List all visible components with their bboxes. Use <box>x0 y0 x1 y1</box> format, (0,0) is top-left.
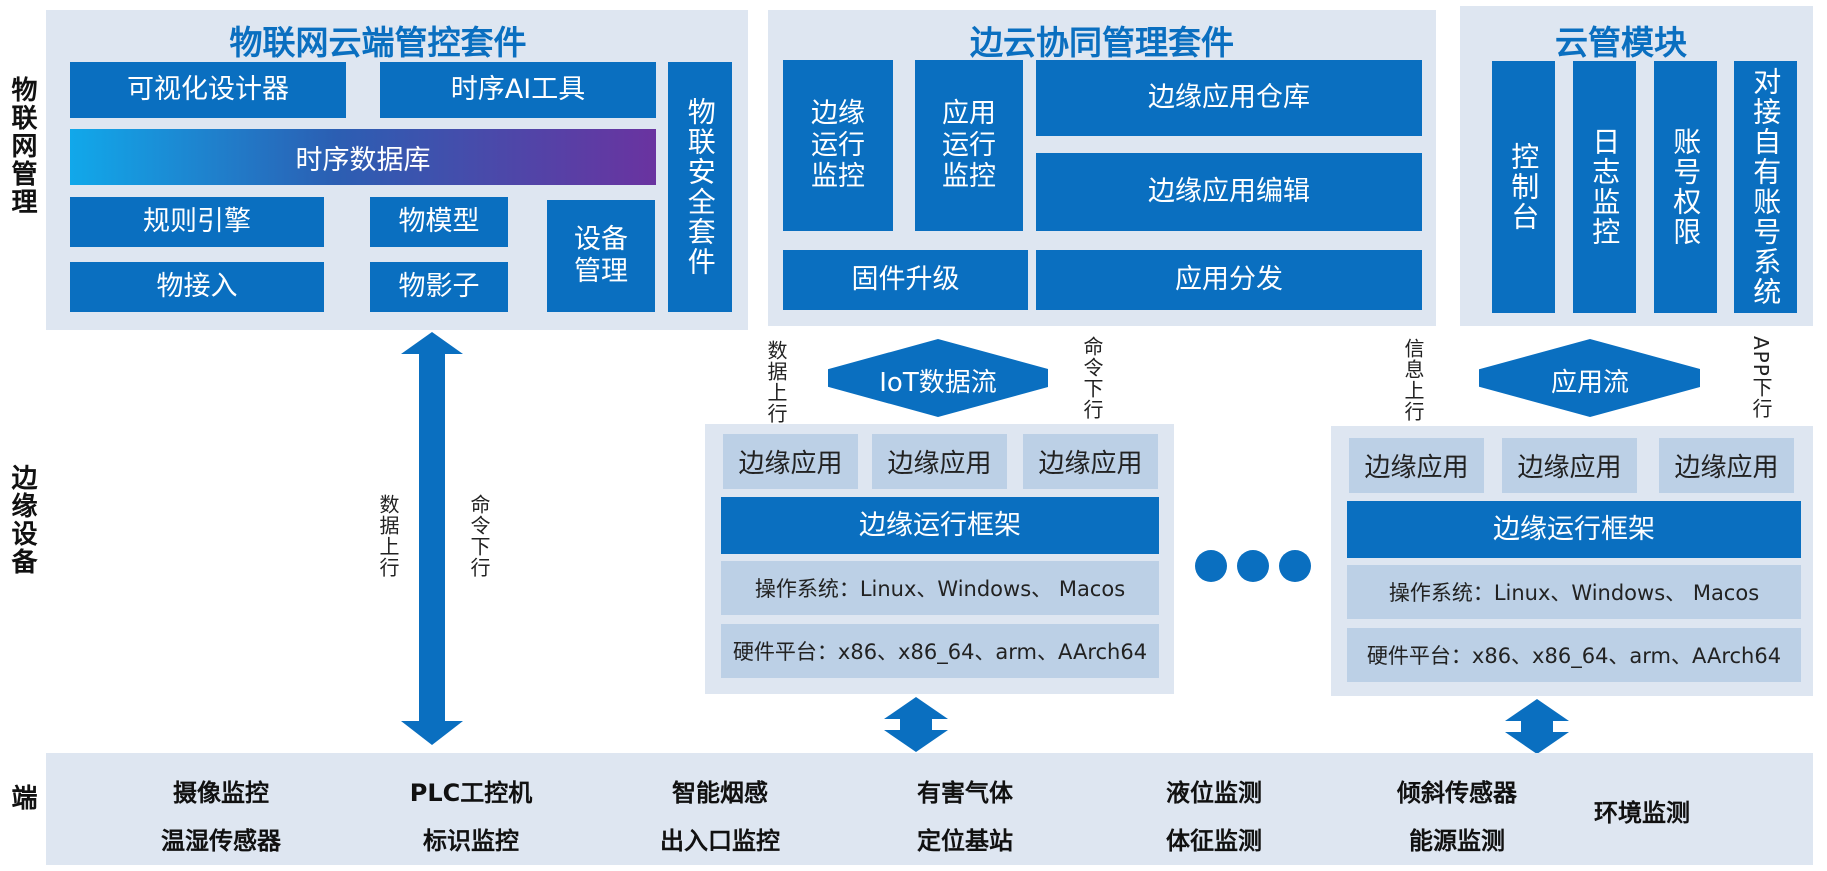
iot-cloud-panel: 物联网云端管控套件 可视化设计器 时序AI工具 时序数据库 规则引擎 物模型 物… <box>46 10 748 330</box>
device-column: 智能烟感 出入口监控 <box>615 773 825 856</box>
app-monitor-box: 应用运行监控 <box>915 60 1023 231</box>
device-column: PLC工控机 标识监控 <box>366 773 576 856</box>
device-item: 环境监测 <box>1594 799 1690 827</box>
app-stream-label: 应用流 <box>1550 368 1629 398</box>
own-account-label: 对接自有账号系统 <box>1749 67 1783 307</box>
device-item: 有害气体 <box>917 779 1013 807</box>
device-item: 摄像监控 <box>173 779 269 807</box>
device-strip: 摄像监控 温湿传感器 PLC工控机 标识监控 智能烟感 出入口监控 有害气体 定… <box>46 753 1813 865</box>
edge-hw: 硬件平台：x86、x86_64、arm、AArch64 <box>1347 628 1801 682</box>
device-item: 标识监控 <box>423 827 519 855</box>
cloud-mgmt-panel: 云管模块 控制台 日志监控 账号权限 对接自有账号系统 <box>1460 6 1813 326</box>
edge-os: 操作系统：Linux、Windows、 Macos <box>721 561 1159 615</box>
iot-stream-arrow <box>796 339 1081 417</box>
own-account-box: 对接自有账号系统 <box>1734 61 1797 313</box>
side-label-edge: 边缘设备 <box>7 464 37 576</box>
device-column: 环境监测 <box>1537 793 1747 828</box>
device-item: 体征监测 <box>1166 827 1262 855</box>
thing-model-box: 物模型 <box>370 197 508 247</box>
cloud-panel-title: 云管模块 <box>1555 23 1687 62</box>
distribution-box: 应用分发 <box>1036 250 1422 310</box>
device-item: 出入口监控 <box>660 827 780 855</box>
device-column: 液位监测 体征监测 <box>1109 773 1319 856</box>
edge-app: 边缘应用 <box>1023 434 1158 489</box>
main-data-up-label: 数据上行 <box>376 494 400 578</box>
side-label-iot: 物联网管理 <box>7 76 37 216</box>
iot-cmd-down-label: 命令下行 <box>1080 336 1104 420</box>
device-item: 温湿传感器 <box>161 827 281 855</box>
app-edit-box: 边缘应用编辑 <box>1036 153 1422 231</box>
edge-node-1: 边缘应用 边缘应用 边缘应用 边缘运行框架 操作系统：Linux、Windows… <box>705 424 1174 694</box>
edge-node-2: 边缘应用 边缘应用 边缘应用 边缘运行框架 操作系统：Linux、Windows… <box>1331 426 1813 696</box>
app-stream-notch-right <box>1700 367 1736 389</box>
console-label: 控制台 <box>1507 142 1541 232</box>
edge-os: 操作系统：Linux、Windows、 Macos <box>1347 565 1801 619</box>
device-item: 智能烟感 <box>672 779 768 807</box>
security-label: 物联安全套件 <box>683 97 717 277</box>
edge2-down-arrow <box>1505 699 1569 754</box>
ellipsis-dot <box>1237 550 1269 582</box>
device-item: PLC工控机 <box>409 779 533 807</box>
app-down-label: APP下行 <box>1749 336 1773 419</box>
edge-framework: 边缘运行框架 <box>721 497 1159 554</box>
shadow-box: 物影子 <box>370 262 508 312</box>
device-item: 倾斜传感器 <box>1397 779 1517 807</box>
ts-db-box: 时序数据库 <box>70 129 656 185</box>
security-box: 物联安全套件 <box>668 62 732 312</box>
main-cmd-down-label: 命令下行 <box>467 494 491 578</box>
iot-panel-title: 物联网云端管控套件 <box>229 23 527 62</box>
console-box: 控制台 <box>1492 61 1555 313</box>
side-label-end: 端 <box>7 784 37 812</box>
iot-data-up-label: 数据上行 <box>764 340 788 424</box>
device-column: 有害气体 定位基站 <box>860 773 1070 856</box>
device-column: 摄像监控 温湿传感器 <box>116 773 326 856</box>
firmware-box: 固件升级 <box>783 250 1028 310</box>
ts-ai-box: 时序AI工具 <box>380 62 656 118</box>
edge1-down-arrow <box>884 697 948 752</box>
device-column: 倾斜传感器 能源监测 <box>1352 773 1562 856</box>
edge-panel-title: 边云协同管理套件 <box>970 23 1234 62</box>
edge-hw: 硬件平台：x86、x86_64、arm、AArch64 <box>721 624 1159 678</box>
account-perm-label: 账号权限 <box>1669 127 1703 247</box>
device-mgmt-box: 设备管理 <box>547 200 655 312</box>
ellipsis-dot <box>1195 550 1227 582</box>
ellipsis-dot <box>1279 550 1311 582</box>
edge-app: 边缘应用 <box>872 434 1007 489</box>
device-access-box: 物接入 <box>70 262 324 312</box>
rule-engine-box: 规则引擎 <box>70 197 324 247</box>
iot-stream-label: IoT数据流 <box>879 368 997 398</box>
edge-app: 边缘应用 <box>1502 438 1637 493</box>
device-mgmt-label: 设备管理 <box>574 224 628 287</box>
main-vertical-arrow <box>401 332 463 745</box>
edge-monitor-label: 边缘运行监控 <box>811 97 865 193</box>
visual-designer-box: 可视化设计器 <box>70 62 346 118</box>
edge-framework: 边缘运行框架 <box>1347 501 1801 558</box>
info-up-label: 信息上行 <box>1401 338 1425 422</box>
account-perm-box: 账号权限 <box>1654 61 1717 313</box>
iot-stream-notch-left <box>792 367 828 389</box>
app-repo-box: 边缘应用仓库 <box>1036 60 1422 136</box>
app-monitor-label: 应用运行监控 <box>942 97 996 193</box>
log-monitor-label: 日志监控 <box>1588 127 1622 247</box>
edge-cloud-panel: 边云协同管理套件 边缘运行监控 应用运行监控 边缘应用仓库 边缘应用编辑 固件升… <box>768 10 1436 326</box>
app-stream-notch-left <box>1443 367 1479 389</box>
edge-app: 边缘应用 <box>1349 438 1484 493</box>
edge-app: 边缘应用 <box>723 434 858 489</box>
edge-monitor-box: 边缘运行监控 <box>783 60 893 231</box>
iot-stream-notch-right <box>1048 367 1084 389</box>
log-monitor-box: 日志监控 <box>1573 61 1636 313</box>
edge-app: 边缘应用 <box>1659 438 1794 493</box>
device-item: 液位监测 <box>1166 779 1262 807</box>
device-item: 定位基站 <box>917 827 1013 855</box>
device-item: 能源监测 <box>1409 827 1505 855</box>
app-stream-arrow <box>1447 339 1733 417</box>
